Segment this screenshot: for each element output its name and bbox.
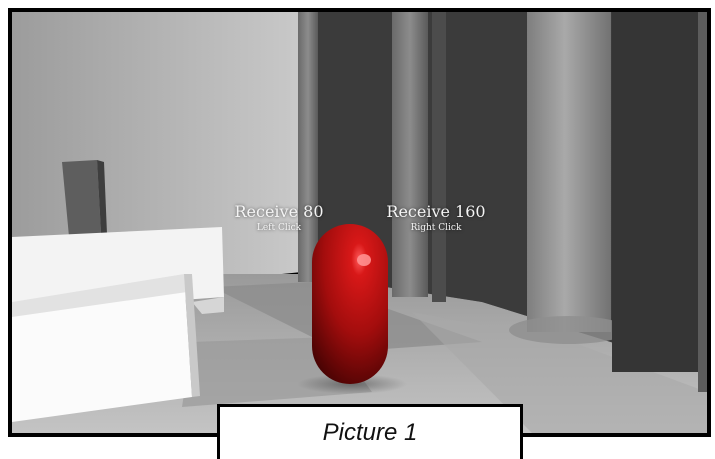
pillar <box>298 12 318 282</box>
capsule-player[interactable] <box>312 224 388 384</box>
game-scene <box>12 12 707 433</box>
picture-caption: Picture 1 <box>217 404 523 459</box>
white-slab <box>12 274 192 422</box>
pillar <box>392 12 428 297</box>
left-action-title: Receive 80 <box>234 202 324 221</box>
game-viewport[interactable]: Receive 80 Left Click Receive 160 Right … <box>8 8 711 437</box>
right-action-title: Receive 160 <box>386 202 486 221</box>
left-click-prompt: Receive 80 Left Click <box>220 202 338 233</box>
right-action-hint: Right Click <box>410 223 462 233</box>
left-action-hint: Left Click <box>256 223 302 233</box>
right-click-prompt: Receive 160 Right Click <box>374 202 498 233</box>
pillar <box>527 12 611 332</box>
